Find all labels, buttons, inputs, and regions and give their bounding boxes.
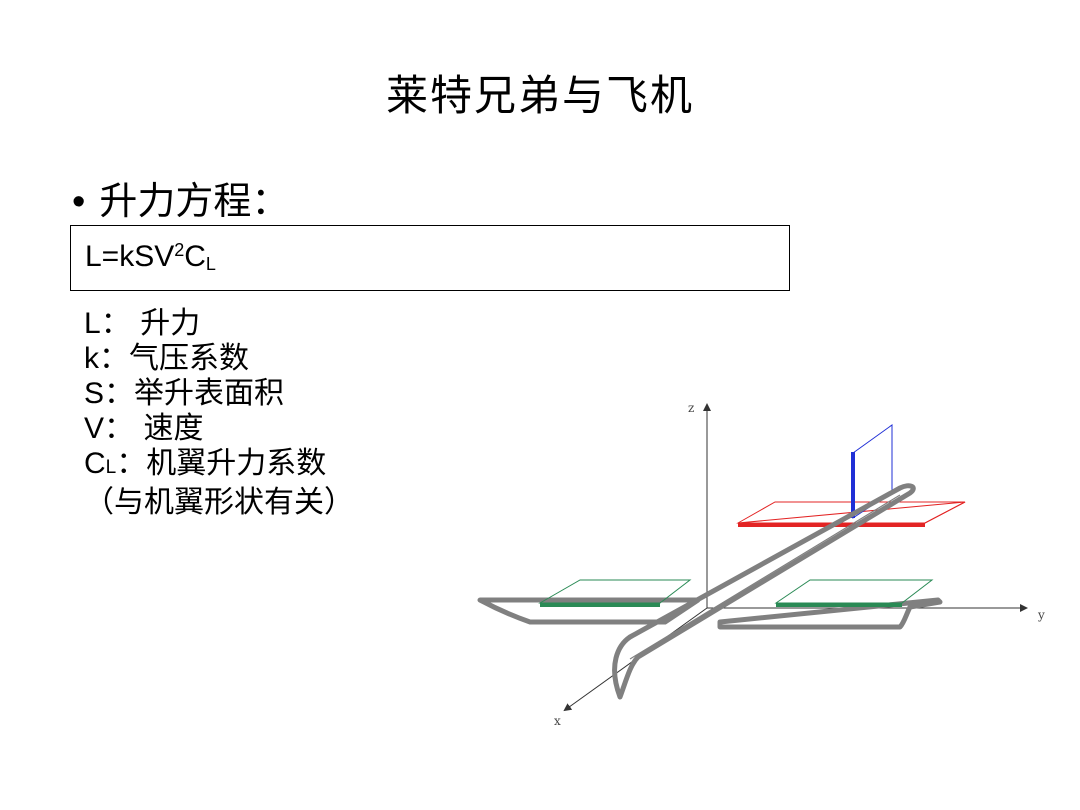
definition-list: L： 升力 k：气压系数 S：举升表面积 V： 速度 CL：机翼升力系数 （与机… (84, 306, 354, 520)
airplane-axes-diagram: z y x (477, 401, 1045, 728)
def-sep: ： (104, 412, 135, 445)
def-sep: ： (104, 377, 135, 410)
x-axis-label: x (554, 714, 561, 728)
definition-cl: CL：机翼升力系数 (84, 446, 354, 485)
lift-equation: L=kSV2CL (85, 240, 216, 275)
definition-note: （与机翼形状有关） (84, 485, 354, 520)
page-title: 莱特兄弟与飞机 (385, 71, 694, 120)
formula-lhs: L=kSV (85, 240, 175, 273)
definition-lift: L： 升力 (84, 306, 354, 341)
def-symbol: S (84, 377, 105, 410)
def-symbol: k (84, 342, 99, 375)
def-text: 升力 (130, 306, 201, 341)
formula-subscript: L (205, 254, 216, 274)
right-flap-outline (774, 579, 934, 604)
def-sep: ： (116, 447, 147, 480)
z-axis-label: z (688, 401, 694, 415)
def-text: 举升表面积 (134, 376, 285, 411)
def-sep: ： (100, 307, 131, 340)
bullet-text: 升力方程： (99, 179, 290, 223)
y-axis-label: y (1037, 608, 1045, 622)
definition-k: k：气压系数 (84, 341, 354, 376)
right-wing-outline (717, 597, 943, 630)
formula-exponent: 2 (174, 240, 185, 260)
def-text: 速度 (134, 411, 204, 446)
def-symbol-sub: L (105, 457, 117, 478)
bullet-dot: • (72, 181, 86, 223)
def-sep: ： (99, 342, 129, 375)
bullet-heading: • 升力方程： (72, 170, 289, 225)
def-text: 机翼升力系数 (146, 446, 327, 481)
left-wing-outline (477, 597, 701, 625)
formula-box: L=kSV2CL (70, 225, 790, 291)
def-note: （与机翼形状有关） (84, 485, 354, 520)
def-symbol: L (84, 307, 101, 340)
fuselage-outline (612, 483, 916, 700)
def-text: 气压系数 (129, 341, 249, 376)
fuselage-centerline (629, 494, 901, 660)
definition-s: S：举升表面积 (84, 376, 354, 411)
formula-coefficient: C (184, 240, 206, 273)
def-symbol: C (84, 447, 106, 480)
def-symbol: V (84, 412, 105, 445)
definition-v: V： 速度 (84, 411, 354, 446)
